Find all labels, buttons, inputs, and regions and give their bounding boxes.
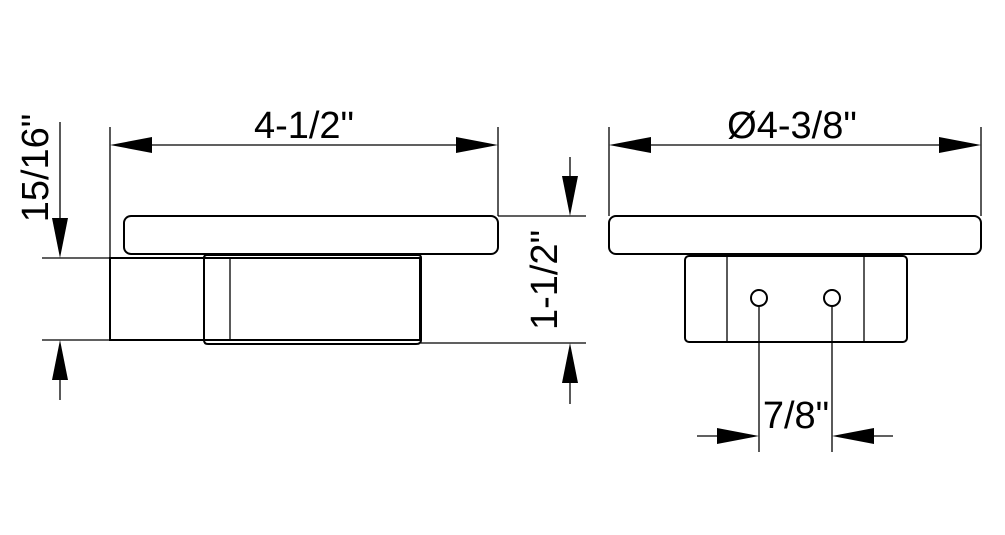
hole-spacing-label: 7/8" xyxy=(763,395,829,437)
arrow-up xyxy=(562,343,578,383)
arrow-right xyxy=(717,428,759,444)
arrow-right xyxy=(456,137,498,153)
hole-spacing-dimension: 7/8" xyxy=(697,395,893,444)
arrow-left xyxy=(609,137,651,153)
diameter-label: Ø4-3/8" xyxy=(727,105,857,147)
height-label: 1-1/2" xyxy=(524,230,566,330)
diameter-dimension: Ø4-3/8" xyxy=(609,105,981,153)
front-view-plate xyxy=(608,215,982,255)
front-view-mount-block xyxy=(684,255,908,343)
side-view-plate xyxy=(123,215,499,255)
thickness-dimension: 15/16" xyxy=(15,114,68,400)
thickness-label: 15/16" xyxy=(15,114,57,223)
mounting-hole-right xyxy=(823,289,841,307)
side-view-mount-cover xyxy=(203,254,422,345)
side-view-mount-block xyxy=(109,257,421,341)
arrow-left xyxy=(110,137,152,153)
arrow-down xyxy=(52,218,68,258)
width-label: 4-1/2" xyxy=(254,105,354,147)
front-view: Ø4-3/8" 7/8" xyxy=(608,105,982,452)
arrow-down xyxy=(562,176,578,216)
width-dimension: 4-1/2" xyxy=(110,105,498,153)
arrow-right xyxy=(939,137,981,153)
arrow-up xyxy=(52,340,68,380)
height-dimension: 1-1/2" xyxy=(524,157,578,404)
mounting-hole-left xyxy=(750,289,768,307)
arrow-left xyxy=(832,428,874,444)
side-view: 4-1/2" 15/16" 1-1/2" xyxy=(15,105,586,404)
